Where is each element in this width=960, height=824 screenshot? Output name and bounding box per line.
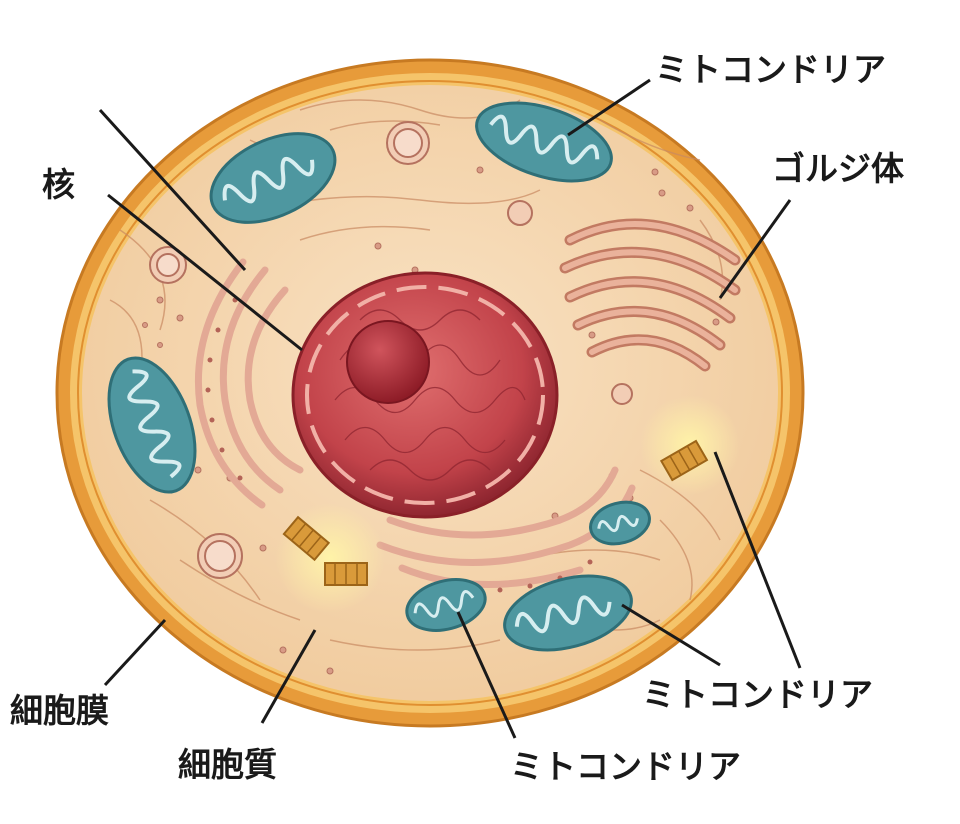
mitochondrion-3 [107, 356, 197, 494]
label-mitochondria-right: ミトコンドリア [642, 675, 873, 714]
golgi-apparatus [559, 218, 741, 372]
label-cytoplasm: 細胞質 [178, 745, 277, 784]
mitochondrion-6 [589, 500, 651, 546]
lysosomes [149, 121, 633, 579]
leader-lines [98, 78, 802, 739]
label-mitochondria-bottom: ミトコンドリア [510, 747, 741, 786]
nucleolus [346, 320, 430, 404]
mitochondrion-4 [405, 578, 487, 632]
mitochondrion-1 [209, 132, 337, 224]
label-golgi: ゴルジ体 [772, 149, 904, 188]
centriole-1 [275, 503, 385, 613]
label-cell-membrane: 細胞膜 [10, 691, 109, 730]
mitochondrion-2 [475, 101, 613, 183]
mitochondrion-5 [503, 574, 633, 652]
label-nucleus: 核 [42, 165, 75, 204]
label-mitochondria-top: ミトコンドリア [655, 50, 886, 89]
centriole-2 [640, 395, 740, 495]
nucleus [291, 271, 559, 519]
